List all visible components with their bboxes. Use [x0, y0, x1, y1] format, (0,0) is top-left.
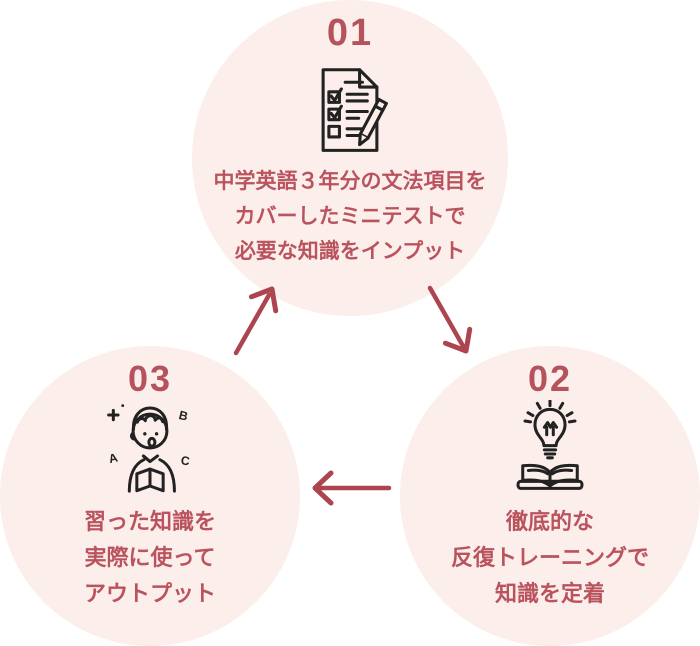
- lightbulb-book-icon: [503, 400, 597, 494]
- step-2-caption: 徹底的な 反復トレーニングで 知識を定着: [400, 504, 700, 612]
- caption-line: 知識を定着: [494, 581, 605, 606]
- arrow-03-to-01: [233, 286, 279, 356]
- step-1-circle: 01 中学英語３年分の文法項目: [192, 0, 508, 316]
- caption-line: 必要な知識をインプット: [234, 240, 466, 263]
- letter-c: C: [180, 453, 191, 468]
- caption-line: 徹底的な: [505, 509, 594, 534]
- caption-line: 中学英語３年分の文法項目を: [213, 170, 487, 193]
- checklist-pencil-icon: [302, 64, 398, 160]
- caption-line: 反復トレーニングで: [450, 545, 649, 570]
- step-2-circle: 02 徹底的な 反復トレーニングで 知識を定着: [400, 346, 700, 646]
- letter-b: B: [177, 408, 189, 424]
- arrow-02-to-03: [312, 470, 392, 506]
- step-3-number: 03: [127, 358, 173, 399]
- step-3-caption: 習った知識を 実際に使って アウトプット: [0, 504, 300, 612]
- step-3-circle: 03 A B C 習った知識を 実際: [0, 346, 300, 646]
- arrow-01-to-02: [427, 285, 473, 354]
- step-1-caption: 中学英語３年分の文法項目を カバーしたミニテストで 必要な知識をインプット: [192, 164, 508, 269]
- caption-line: アウトプット: [83, 581, 216, 606]
- step-1-number: 01: [326, 12, 374, 54]
- letter-a: A: [107, 450, 119, 466]
- caption-line: カバーしたミニテストで: [234, 205, 466, 228]
- caption-line: 実際に使って: [84, 545, 216, 570]
- caption-line: 習った知識を: [83, 509, 216, 534]
- speaking-student-icon: A B C: [103, 400, 197, 494]
- step-2-number: 02: [527, 358, 573, 399]
